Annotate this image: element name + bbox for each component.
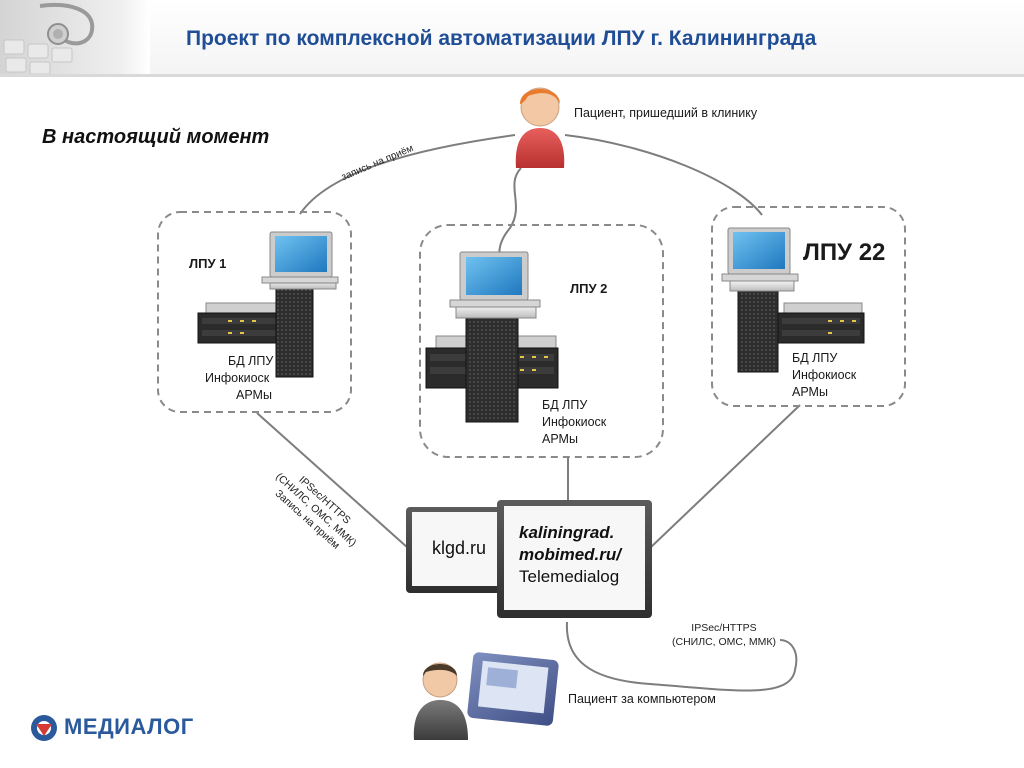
lpu1-item: АРМы: [236, 388, 272, 402]
lpu1-item: Инфокиоск: [205, 371, 270, 385]
portal-mobimed-line3: Telemedialog: [519, 567, 620, 586]
lpu22-item: БД ЛПУ: [792, 351, 838, 365]
portal-klgd: klgd.ru: [432, 538, 487, 558]
portal-mobimed: kaliningrad. mobimed.ru/ Telemedialog: [519, 522, 621, 588]
lpu2-equipment: [425, 251, 559, 423]
slide-header: Проект по комплексной автоматизации ЛПУ …: [0, 0, 1024, 77]
server-patient-line: [565, 621, 798, 692]
lpu22-item: АРМы: [792, 385, 828, 399]
lpu1-equipment: [197, 231, 339, 378]
lpu1-server-line: [256, 412, 409, 549]
lpu2-item: БД ЛПУ: [542, 398, 588, 412]
portal-monitors: [406, 500, 652, 618]
booking-link-curve: [299, 134, 516, 215]
lpu22-box: [711, 206, 906, 407]
person-red-icon: [515, 87, 565, 168]
patient-lpu22-curve: [564, 134, 763, 216]
patient-top-label: Пациент, пришедший в клинику: [574, 106, 758, 120]
lpu2-box: [419, 224, 664, 458]
page-title: Проект по комплексной автоматизации ЛПУ …: [186, 27, 817, 50]
link-bottom-line2: (СНИЛС, ОМС, ММК): [672, 636, 776, 648]
lpu2-item: Инфокиоск: [542, 415, 607, 429]
medialog-logo-text: МЕДИАЛОГ: [64, 714, 194, 739]
link-bottom-line1: IPSec/HTTPS: [691, 622, 757, 634]
portal-mobimed-line2: mobimed.ru/: [519, 545, 622, 564]
person-at-computer-icon: [413, 652, 559, 740]
patient-bottom-label: Пациент за компьютером: [568, 692, 716, 706]
lpu1-title: ЛПУ 1: [189, 256, 227, 271]
lpu22-server-line: [649, 404, 801, 549]
lpu22-equipment: [721, 227, 865, 373]
lpu1-item: БД ЛПУ: [228, 354, 274, 368]
medialog-logo-icon: [31, 715, 57, 741]
link-bottom-label: IPSec/HTTPS (СНИЛС, ОМС, ММК): [672, 621, 776, 649]
lpu2-title: ЛПУ 2: [570, 281, 608, 296]
stethoscope-keyboard-photo: [0, 0, 150, 74]
section-subtitle: В настоящий момент: [42, 126, 270, 148]
lpu22-title: ЛПУ 22: [803, 239, 886, 266]
lpu22-item: Инфокиоск: [792, 368, 857, 382]
lpu1-box: [157, 211, 352, 413]
portal-mobimed-line1: kaliningrad.: [519, 523, 615, 542]
lpu2-item: АРМы: [542, 432, 578, 446]
patient-lpu2-curve: [498, 167, 522, 261]
